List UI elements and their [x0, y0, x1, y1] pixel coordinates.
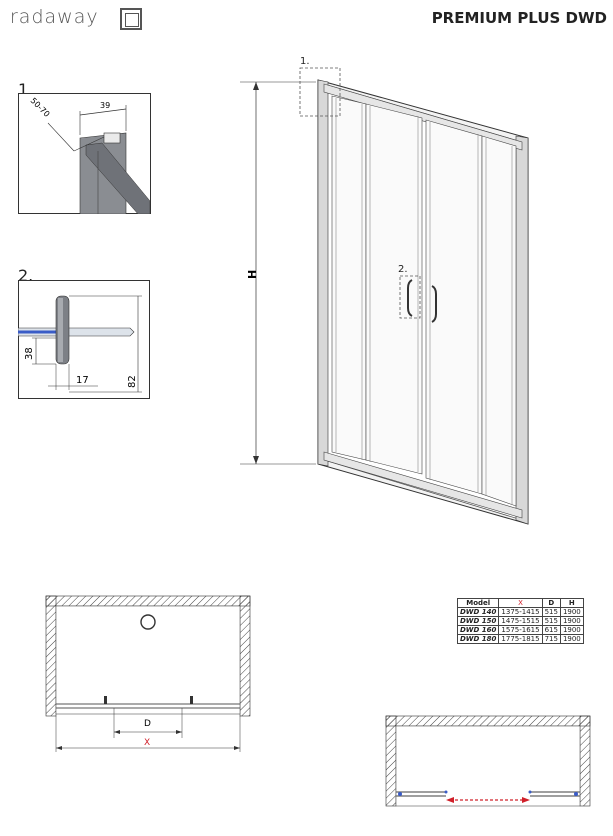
detail-2-dim-width: 17: [76, 375, 89, 386]
brand-logo-text: radaway: [10, 6, 99, 28]
spec-cell-h: 1900: [559, 616, 584, 626]
spec-cell-d: 715: [541, 634, 561, 644]
spec-cell-x: 1575-1615: [498, 625, 543, 635]
spec-cell-d: 615: [541, 625, 561, 635]
front-height-label: H: [246, 270, 259, 279]
spec-table-header-row: Model X D H: [456, 598, 584, 608]
detail-1-drawing: 39 50-70: [18, 93, 151, 214]
table-row: DWD 160 1575-1615 615 1900: [456, 625, 584, 635]
table-row: DWD 180 1775-1815 715 1900: [456, 634, 584, 644]
spec-cell-model: DWD 180: [456, 634, 500, 644]
spec-cell-h: 1900: [559, 625, 584, 635]
front-detail-2-marker: 2.: [398, 264, 408, 275]
product-title: PREMIUM PLUS DWD: [431, 9, 607, 27]
spec-cell-h: 1900: [559, 607, 584, 617]
detail-2-dim-height: 38: [24, 347, 35, 360]
brand-logo-icon: [120, 8, 142, 30]
detail-2-drawing: 38 17 82: [18, 280, 150, 399]
table-row: DWD 140 1375-1415 515 1900: [456, 607, 584, 617]
spec-header-d: D: [541, 598, 561, 608]
spec-cell-model: DWD 160: [456, 625, 500, 635]
front-view-drawing: H: [240, 67, 529, 525]
spec-cell-model: DWD 140: [456, 607, 500, 617]
spec-cell-h: 1900: [559, 634, 584, 644]
table-row: DWD 150 1475-1515 515 1900: [456, 616, 584, 626]
detail-2-dim-total: 82: [127, 375, 138, 388]
spec-cell-x: 1475-1515: [498, 616, 543, 626]
spec-cell-d: 515: [541, 607, 561, 617]
spec-header-x: X: [498, 598, 543, 608]
spec-cell-x: 1775-1815: [498, 634, 543, 644]
spec-cell-model: DWD 150: [456, 616, 500, 626]
plan-x-label: X: [144, 738, 150, 748]
spec-header-model: Model: [456, 598, 500, 608]
plan-d-label: D: [144, 719, 151, 729]
plan-view-drawing: D X: [45, 595, 251, 752]
front-detail-1-marker: 1.: [300, 56, 310, 67]
opening-diagram: [385, 715, 591, 807]
spec-header-h: H: [559, 598, 584, 608]
detail-1-dim-top: 39: [100, 101, 110, 110]
spec-cell-d: 515: [541, 616, 561, 626]
spec-table: Model X D H DWD 140 1375-1415 515 1900 D…: [456, 598, 584, 644]
spec-cell-x: 1375-1415: [498, 607, 543, 617]
